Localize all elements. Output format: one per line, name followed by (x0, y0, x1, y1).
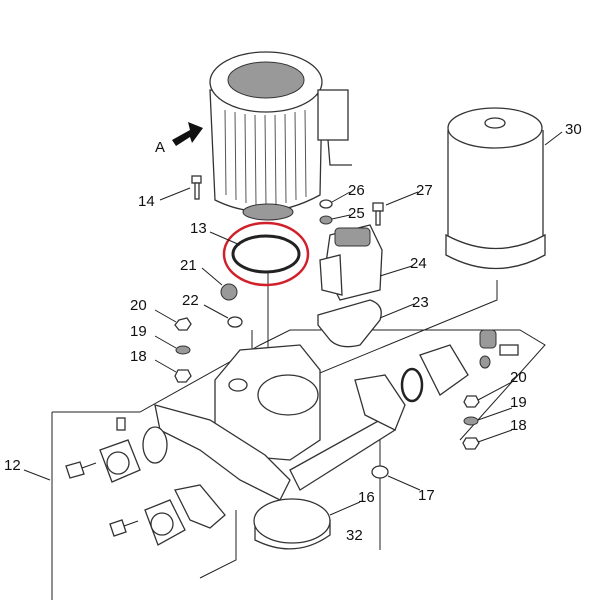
bolt-27 (372, 202, 384, 226)
label-part-12: 12 (4, 457, 21, 474)
label-part-20-right: 20 (510, 369, 527, 386)
washer-25 (319, 215, 333, 225)
label-part-24: 24 (410, 255, 427, 272)
label-part-30: 30 (565, 121, 582, 138)
label-part-22: 22 (182, 292, 199, 309)
pipe-fitting-lower (109, 484, 226, 546)
nut-20-left (174, 317, 192, 331)
highlight-circle (222, 221, 310, 287)
valve-block-24 (319, 224, 383, 301)
label-part-19-right: 19 (510, 394, 527, 411)
label-part-18-right: 18 (510, 417, 527, 434)
bolt-14 (191, 175, 202, 200)
o-ring-right (400, 367, 424, 403)
pump-housing-12 (154, 344, 406, 501)
label-part-16: 16 (358, 489, 375, 506)
nut-18-left (174, 369, 192, 383)
o-ring-22 (227, 316, 243, 328)
label-part-32: 32 (346, 527, 363, 544)
label-part-18-left: 18 (130, 348, 147, 365)
fitting-right (479, 329, 519, 369)
label-part-25: 25 (348, 205, 365, 222)
washer-17 (371, 465, 389, 479)
leader-lines (23, 131, 563, 516)
label-part-19-left: 19 (130, 323, 147, 340)
pipe-fitting-upper (65, 417, 168, 483)
filter-cartridge-30 (445, 107, 546, 270)
washer-19-right (463, 416, 479, 426)
label-part-26: 26 (348, 182, 365, 199)
label-part-17: 17 (418, 487, 435, 504)
plug-21 (220, 283, 238, 301)
label-part-13: 13 (190, 220, 207, 237)
nut-18-right (462, 437, 480, 450)
washer-19-left (175, 345, 191, 355)
view-a-arrow-icon (172, 122, 203, 146)
flange-right (419, 344, 469, 396)
label-part-20-left: 20 (130, 297, 147, 314)
o-ring-13 (231, 234, 301, 274)
nut-20-right (463, 395, 480, 408)
label-part-23: 23 (412, 294, 429, 311)
washer-26 (319, 199, 333, 209)
label-part-14: 14 (138, 193, 155, 210)
label-part-21: 21 (180, 257, 197, 274)
gasket-23 (317, 299, 382, 348)
assembly-bracket-lines (51, 272, 546, 600)
motor (209, 51, 352, 221)
cover-16 (253, 498, 331, 550)
label-view-a: A (155, 139, 165, 156)
label-part-27: 27 (416, 182, 433, 199)
